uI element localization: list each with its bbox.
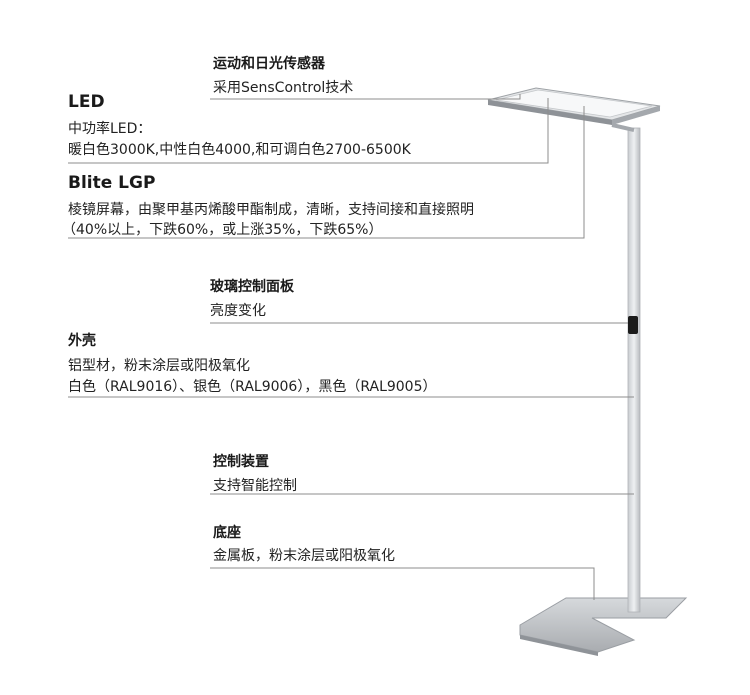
control-desc: 支持智能控制 [213,478,297,494]
housing-line-1: 铝型材，粉末涂层或阳极氧化 [68,358,250,374]
housing-line-2: 白色（RAL9016）、银色（RAL9006），黑色（RAL9005） [68,379,437,395]
sensor-desc: 采用SensControl技术 [213,80,354,96]
led-title: LED [68,92,105,112]
led-line-2: 暖白色3000K,中性白色4000,和可调白色2700-6500K [68,142,411,158]
lgp-title: Blite LGP [68,173,156,193]
lamp-base [519,597,688,656]
lamp-pole [627,127,641,613]
sensor-title: 运动和日光传感器 [213,56,325,72]
glass-panel-title: 玻璃控制面板 [210,279,294,295]
control-title: 控制装置 [213,454,269,470]
glass-panel-desc: 亮度变化 [210,303,266,319]
glass-control-panel-shape [628,316,638,334]
lgp-line-1: 棱镜屏幕，由聚甲基丙烯酸甲酯制成，清晰，支持间接和直接照明 [68,202,474,218]
housing-title: 外壳 [68,333,96,349]
leader-lines [68,94,634,600]
lamp-head [487,87,661,132]
lgp-line-2: （40%以上，下跌60%，或上涨35%，下跌65%） [62,222,383,238]
base-desc: 金属板，粉末涂层或阳极氧化 [213,548,395,564]
led-line-1: 中功率LED： [68,121,152,137]
base-title: 底座 [213,525,241,541]
